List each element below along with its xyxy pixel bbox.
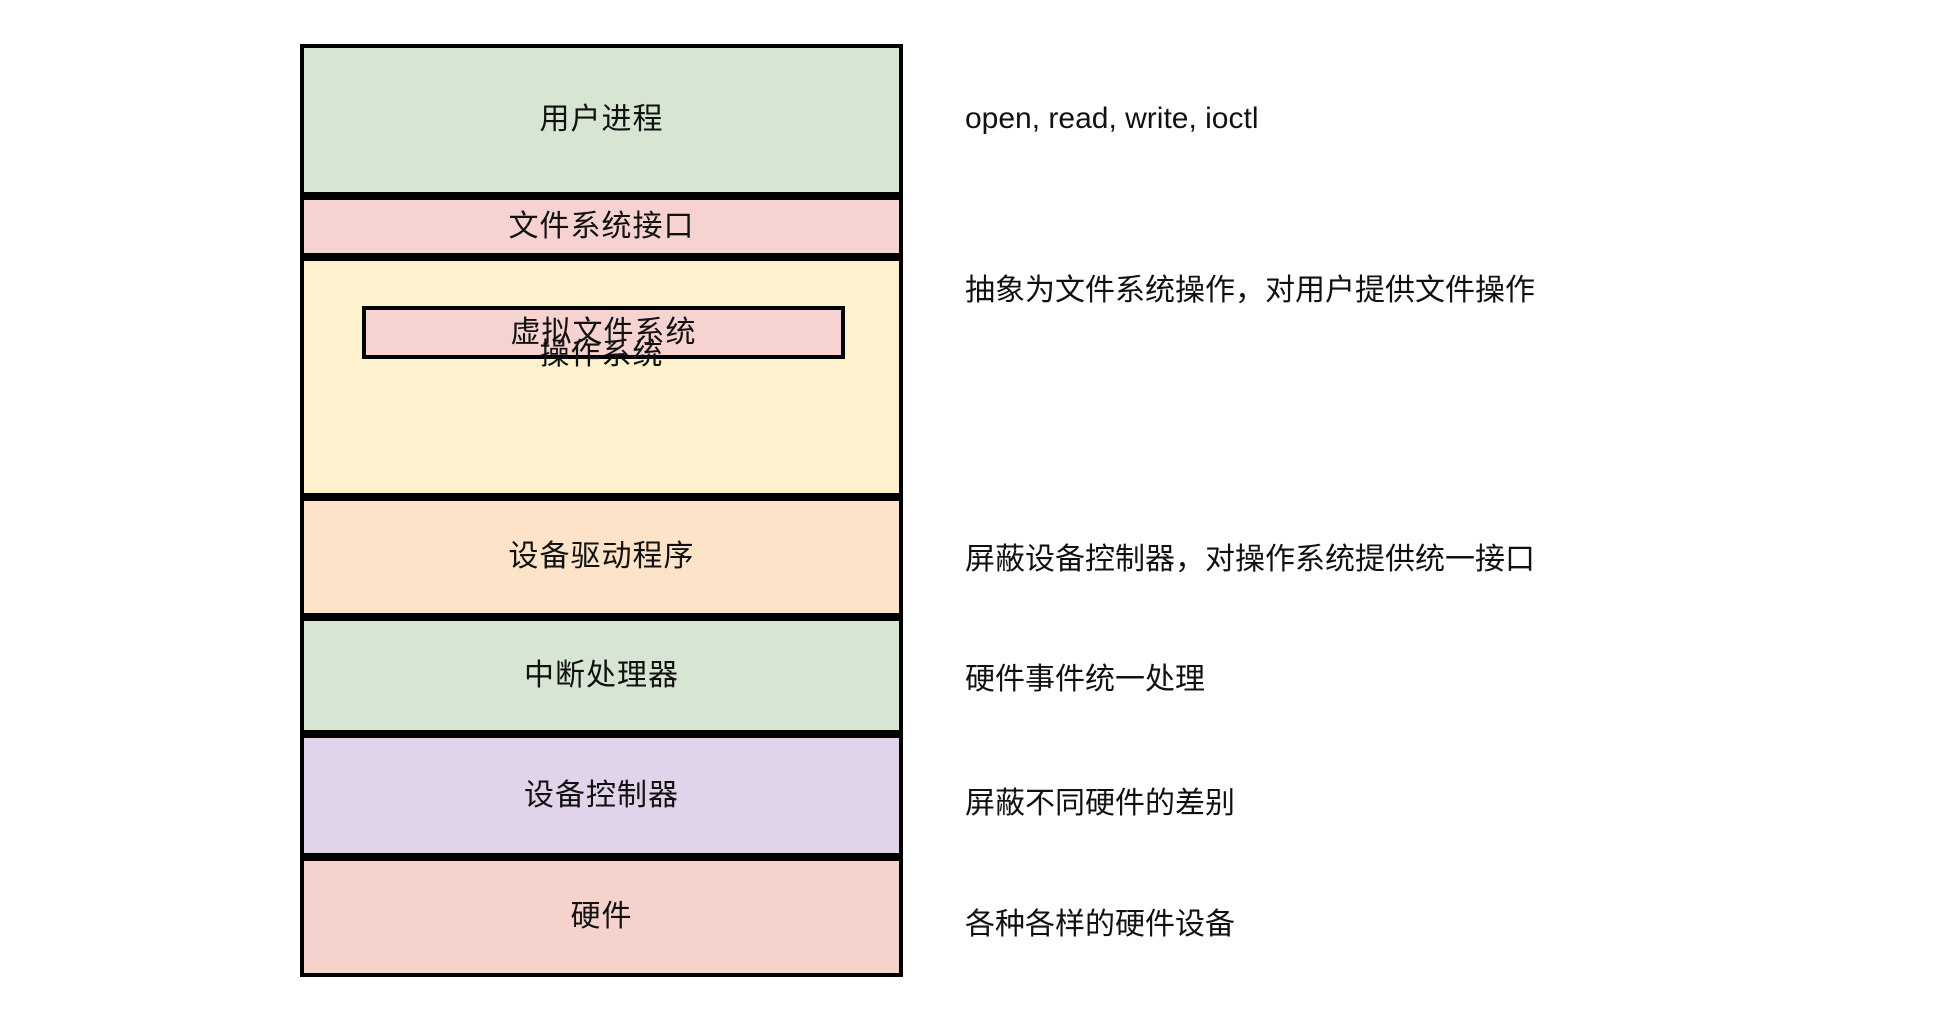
layer-label-device-controller: 设备控制器: [524, 778, 679, 812]
layer-box-user-process: 用户进程: [300, 44, 903, 196]
layer-box-operating-system: 虚拟文件系统 操作系统: [300, 257, 903, 497]
annotation-virtual-file-system: 抽象为文件系统操作，对用户提供文件操作: [965, 274, 1535, 307]
layer-label-virtual-file-system: 虚拟文件系统: [510, 315, 697, 349]
layer-box-device-controller: 设备控制器: [300, 734, 903, 857]
annotation-device-driver: 屏蔽设备控制器，对操作系统提供统一接口: [965, 543, 1535, 576]
layer-label-fs-interface: 文件系统接口: [508, 209, 695, 243]
annotation-column: open, read, write, ioctl 抽象为文件系统操作，对用户提供…: [965, 44, 1865, 977]
annotation-syscalls: open, read, write, ioctl: [965, 102, 1259, 135]
layer-box-fs-interface: 文件系统接口: [300, 196, 903, 257]
layer-box-device-driver: 设备驱动程序: [300, 497, 903, 617]
operating-system-label-wrap: 操作系统: [304, 337, 899, 373]
layer-label-device-driver: 设备驱动程序: [508, 540, 695, 573]
annotation-interrupt-handler: 硬件事件统一处理: [965, 663, 1205, 696]
layer-label-operating-system: 操作系统: [539, 338, 664, 371]
layer-label-user-process: 用户进程: [539, 103, 664, 136]
annotation-device-controller: 屏蔽不同硬件的差别: [965, 787, 1235, 820]
layer-label-hardware: 硬件: [570, 900, 633, 933]
layer-box-interrupt-handler: 中断处理器: [300, 617, 903, 734]
layer-box-hardware: 硬件: [300, 857, 903, 977]
layer-stack: 用户进程 文件系统接口 虚拟文件系统 操作系统 设备驱动程序 中断处理器 设备控…: [300, 44, 903, 977]
annotation-hardware: 各种各样的硬件设备: [965, 908, 1235, 941]
layer-box-virtual-file-system: 虚拟文件系统: [362, 306, 845, 359]
layer-label-interrupt-handler: 中断处理器: [524, 658, 679, 692]
